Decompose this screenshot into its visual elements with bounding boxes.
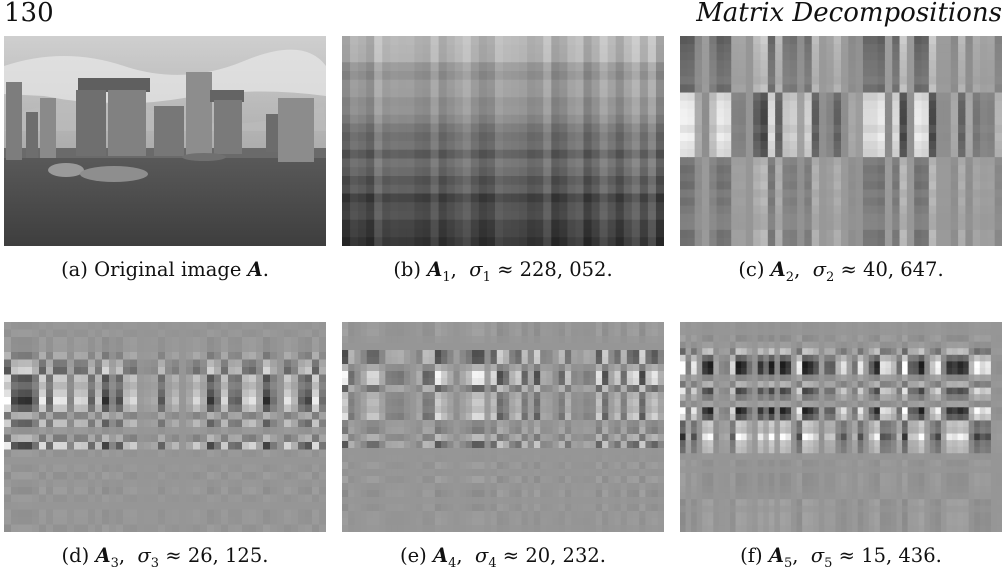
caption-approx: ≈ [502,544,520,567]
caption-sigma: σ [812,258,826,281]
caption-matrix: A [427,258,443,281]
caption-d: (d) A3, σ3 ≈ 26, 125. [61,544,269,571]
rank-image-5 [680,322,1002,532]
caption-sigma: σ [810,544,825,567]
caption-sigma-index: 1 [482,269,491,285]
running-head: Matrix Decompositions [696,0,1002,28]
caption-index: 2 [785,269,795,285]
caption-c: (c) A2, σ2 ≈ 40, 647. [738,258,944,285]
figure-a-original-image [4,36,326,246]
rank-image-1 [342,36,664,246]
caption-label: (f) [740,544,763,567]
caption-approx: ≈ [840,258,857,281]
caption-value: 15, 436. [861,544,942,567]
figure-e-rank-image [342,322,664,532]
caption-approx: ≈ [497,258,514,281]
figure-f-rank-image [680,322,1002,532]
rank-image-4 [342,322,664,532]
caption-matrix: A [768,544,784,567]
caption-label: (c) [738,258,765,281]
caption-text: Original image [94,258,248,281]
caption-sigma-index: 3 [150,555,160,571]
caption-sigma: σ [475,544,489,567]
caption-label: (d) [61,544,90,567]
caption-sigma-index: 4 [488,555,497,571]
caption-end: . [262,258,269,281]
caption-sigma: σ [469,258,483,281]
figure-d-rank-image [4,322,326,532]
caption-label: (a) [61,258,88,281]
caption-approx: ≈ [165,544,182,567]
caption-a: (a) Original image A. [0,258,333,281]
caption-matrix: A [95,544,111,567]
caption-value: 20, 232. [525,544,606,567]
caption-f: (f) A5, σ5 ≈ 15, 436. [740,544,942,571]
rank-image-3 [4,322,326,532]
caption-value: 228, 052. [519,258,613,281]
caption-value: 40, 647. [863,258,944,281]
figure-c-rank-image [680,36,1002,246]
caption-approx: ≈ [838,544,855,567]
figure-b-rank-image [342,36,664,246]
caption-sigma-index: 2 [826,269,835,285]
caption-b: (b) A1, σ1 ≈ 228, 052. [393,258,613,285]
caption-index: 3 [110,555,119,571]
caption-sigma: σ [137,544,151,567]
caption-e: (e) A4, σ4 ≈ 20, 232. [400,544,606,571]
caption-matrix: A [432,544,449,567]
caption-matrix: A [247,258,263,281]
caption-matrix: A [770,258,786,281]
caption-index: 1 [442,269,451,285]
stonehenge-photo [4,36,326,246]
caption-label: (b) [393,258,422,281]
caption-label: (e) [400,544,427,567]
page-number: 130 [4,0,54,28]
caption-index: 4 [448,555,457,571]
caption-index: 5 [783,555,793,571]
rank-image-2 [680,36,1002,246]
caption-sigma-index: 5 [824,555,833,571]
caption-value: 26, 125. [187,544,269,567]
